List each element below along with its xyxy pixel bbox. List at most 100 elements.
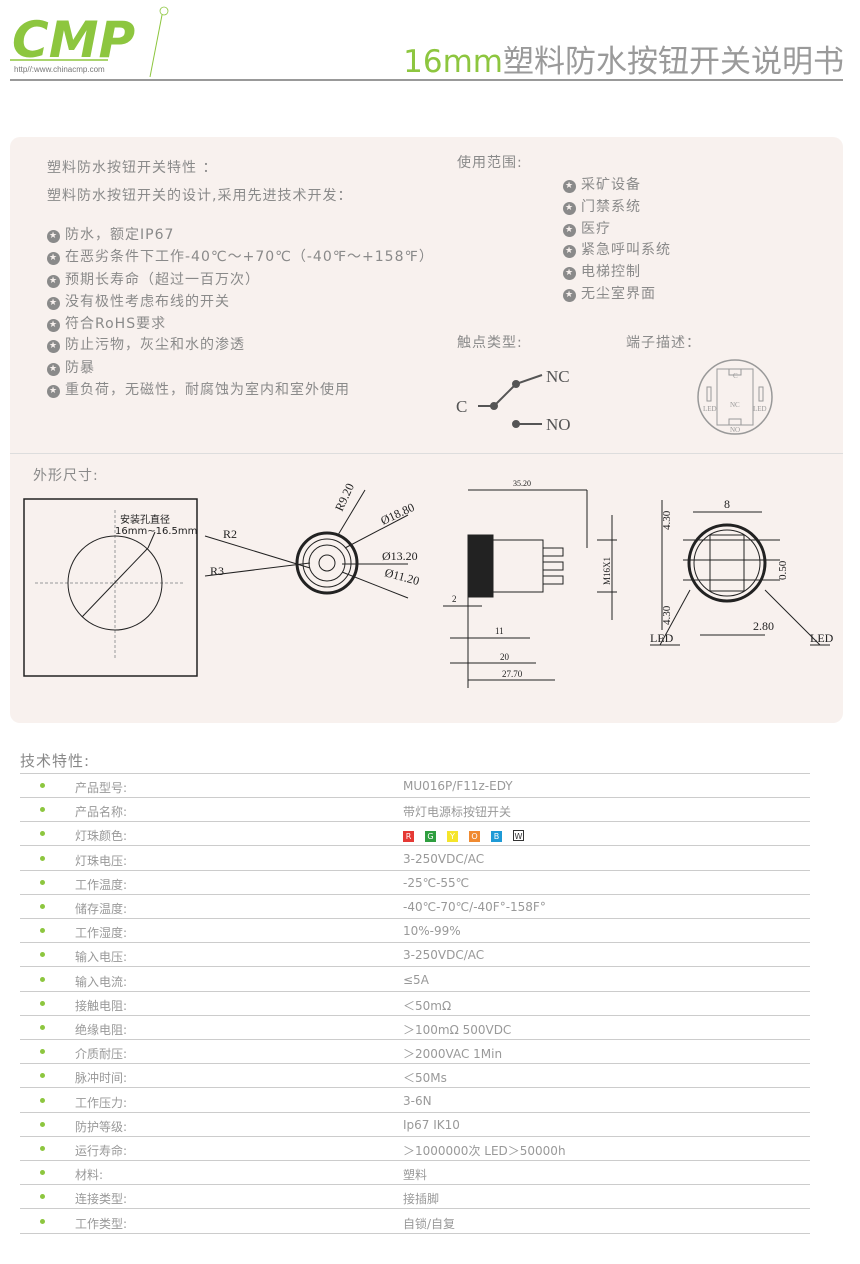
color-chip: G — [425, 831, 436, 843]
row-value: ＞100mΩ 500VDC — [403, 1023, 512, 1037]
star-icon: ★ — [47, 319, 60, 332]
feature-item: ★预期长寿命（超过一百万次） — [47, 272, 260, 288]
row-label: 工作温度: — [75, 877, 128, 892]
row-label: 灯珠颜色: — [75, 829, 128, 844]
star-icon: ★ — [47, 230, 60, 243]
feature-item: ★重负荷，无磁性，耐腐蚀为室内和室外使用 — [47, 382, 350, 398]
svg-text:LED: LED — [810, 631, 834, 645]
row-value: MU016P/F11z-EDY — [403, 779, 513, 793]
feature-item: ★符合RoHS要求 — [47, 316, 167, 332]
row-label: 工作湿度: — [75, 926, 128, 941]
table-row: 防护等级: Ip67 IK10 — [20, 1113, 810, 1137]
usage-item: ★紧急呼叫系统 — [563, 242, 671, 259]
bullet-icon — [40, 928, 45, 934]
svg-text:R9.20: R9.20 — [332, 481, 357, 513]
row-value: 10%-99% — [403, 924, 461, 939]
table-row: 储存温度: -40℃-70℃/-40F°-158F° — [20, 895, 810, 919]
star-icon: ★ — [47, 385, 60, 398]
row-value: ＞1000000次 LED＞50000h — [403, 1144, 566, 1158]
table-row: 连接类型:接插脚 — [20, 1185, 810, 1210]
svg-text:Ø11.20: Ø11.20 — [383, 565, 421, 588]
svg-text:8: 8 — [724, 497, 730, 511]
contact-heading: 触点类型: — [457, 335, 523, 351]
bullet-icon — [40, 1049, 45, 1055]
table-row: 灯珠电压:3-250VDC/AC — [20, 847, 810, 871]
bullet-icon — [40, 1170, 45, 1176]
usage-item: ★采矿设备 — [563, 177, 641, 193]
features-heading: 塑料防水按钮开关特性 ： — [47, 160, 218, 176]
color-chip: R — [403, 831, 414, 843]
svg-text:NO: NO — [546, 415, 571, 434]
row-value: 3-6N — [403, 1093, 432, 1108]
row-label: 防护等级: — [75, 1119, 128, 1134]
feature-item: ★防止污物，灰尘和水的渗透 — [47, 337, 245, 353]
row-label: 输入电流: — [75, 974, 128, 989]
svg-text:NC: NC — [546, 367, 570, 386]
row-value: -25℃-55℃ — [403, 875, 470, 890]
panel-divider — [10, 453, 843, 454]
table-row: 输入电流: ≤5A — [20, 968, 810, 992]
svg-text:16mm~16.5mm: 16mm~16.5mm — [115, 526, 197, 537]
svg-text:NO: NO — [730, 426, 740, 434]
bullet-icon — [40, 807, 45, 813]
table-row: 材料: 塑料 — [20, 1161, 810, 1186]
svg-text:4.30: 4.30 — [661, 510, 673, 530]
row-value: 塑料 — [403, 1168, 428, 1183]
svg-text:R3: R3 — [210, 564, 224, 578]
svg-text:M16X1: M16X1 — [602, 557, 612, 585]
header-divider — [10, 79, 843, 81]
row-label: 灯珠电压: — [75, 853, 128, 868]
bullet-icon — [40, 1025, 45, 1030]
usage-heading: 使用范围: — [457, 155, 523, 171]
bullet-icon — [40, 1073, 45, 1079]
row-value: ＞2000VAC 1Min — [403, 1047, 503, 1062]
bullet-icon — [40, 783, 45, 788]
row-label: 接触电阻: — [75, 998, 128, 1013]
color-chip: W — [513, 830, 524, 842]
svg-text:0.50: 0.50 — [777, 560, 789, 580]
color-chip: Y — [447, 831, 458, 843]
svg-text:Ø13.20: Ø13.20 — [382, 549, 418, 563]
svg-text:C: C — [733, 372, 738, 380]
row-value: ＜50mΩ — [403, 998, 452, 1013]
row-label: 工作压力: — [75, 1095, 128, 1110]
svg-text:2: 2 — [452, 594, 457, 604]
star-icon: ★ — [563, 267, 576, 281]
tech-heading: 技术特性: — [20, 752, 91, 770]
svg-text:27.70: 27.70 — [502, 669, 523, 679]
table-row: 绝缘电阻:＞100mΩ 500VDC — [20, 1016, 810, 1040]
star-icon: ★ — [563, 223, 576, 237]
usage-item: ★门禁系统 — [563, 198, 641, 215]
row-value: 带灯电源标按钮开关 — [403, 805, 512, 820]
row-value: -40℃-70℃/-40F°-158F° — [403, 900, 546, 914]
row-label: 材料: — [75, 1168, 104, 1183]
svg-text:20: 20 — [500, 652, 510, 662]
usage-item: ★电梯控制 — [563, 264, 641, 281]
svg-text:35.20: 35.20 — [513, 480, 531, 488]
star-icon: ★ — [563, 180, 576, 193]
table-row: 接触电阻: ＜50mΩ — [20, 992, 810, 1016]
page-title: 16mm塑料防水按钮开关说明书 — [403, 44, 844, 80]
table-row: 输入电压:3-250VDC/AC — [20, 943, 810, 968]
feature-item: ★防暴 — [47, 360, 95, 376]
table-row: 产品型号:MU016P/F11z-EDY — [20, 774, 810, 798]
row-label: 储存温度: — [75, 902, 128, 916]
table-row: 工作类型:自锁/自复 — [20, 1210, 810, 1234]
row-label: 介质耐压: — [75, 1047, 128, 1062]
svg-text:2.80: 2.80 — [753, 619, 774, 633]
row-value: Ip67 IK10 — [403, 1117, 460, 1132]
row-value: ≤5A — [403, 972, 429, 987]
row-label: 连接类型: — [75, 1192, 128, 1207]
feature-item: ★在恶劣条件下工作-40℃～+70℃（-40℉～+158℉） — [47, 249, 434, 265]
row-label: 脉冲时间: — [75, 1071, 128, 1086]
bullet-icon — [40, 1097, 45, 1103]
table-row: 运行寿命:＞1000000次 LED＞50000h — [20, 1137, 810, 1161]
feature-item: ★没有极性考虑布线的开关 — [47, 294, 230, 310]
svg-text:安装孔直径: 安装孔直径 — [120, 513, 170, 526]
star-icon: ★ — [563, 245, 576, 259]
table-row: 产品名称:带灯电源标按钮开关 — [20, 798, 810, 823]
